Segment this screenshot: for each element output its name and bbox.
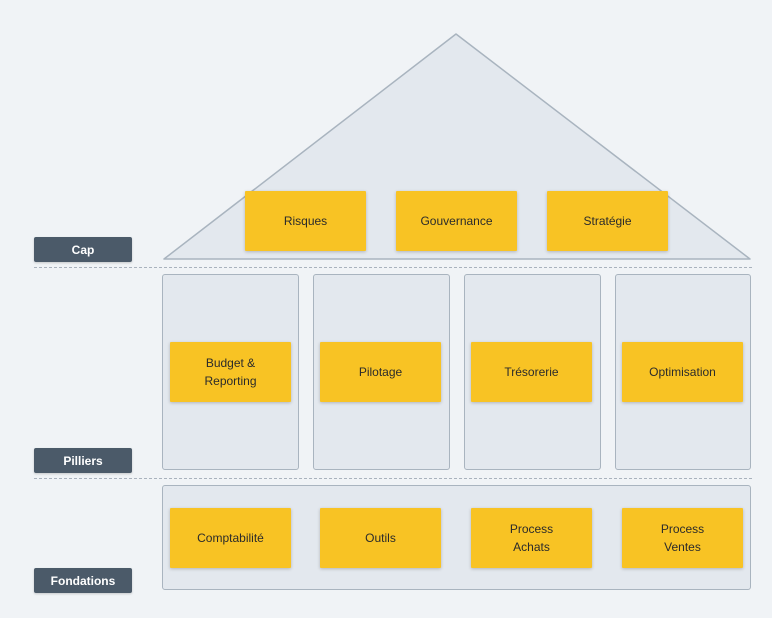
foundation-card-comptabilite: Comptabilité (170, 508, 291, 568)
foundation-card-outils: Outils (320, 508, 441, 568)
divider-cap-pilliers (34, 267, 752, 268)
pillar-card-budget-reporting: Budget & Reporting (170, 342, 291, 402)
pillar-card-optimisation: Optimisation (622, 342, 743, 402)
foundation-card-process-achats: Process Achats (471, 508, 592, 568)
level-label-cap: Cap (34, 237, 132, 262)
pillar-card-tresorerie: Trésorerie (471, 342, 592, 402)
cap-card-gouvernance: Gouvernance (396, 191, 517, 251)
foundation-card-process-ventes: Process Ventes (622, 508, 743, 568)
level-label-pilliers: Pilliers (34, 448, 132, 473)
pillar-card-pilotage: Pilotage (320, 342, 441, 402)
cap-card-risques: Risques (245, 191, 366, 251)
cap-card-strategie: Stratégie (547, 191, 668, 251)
divider-pilliers-fondations (34, 478, 752, 479)
level-label-fondations: Fondations (34, 568, 132, 593)
